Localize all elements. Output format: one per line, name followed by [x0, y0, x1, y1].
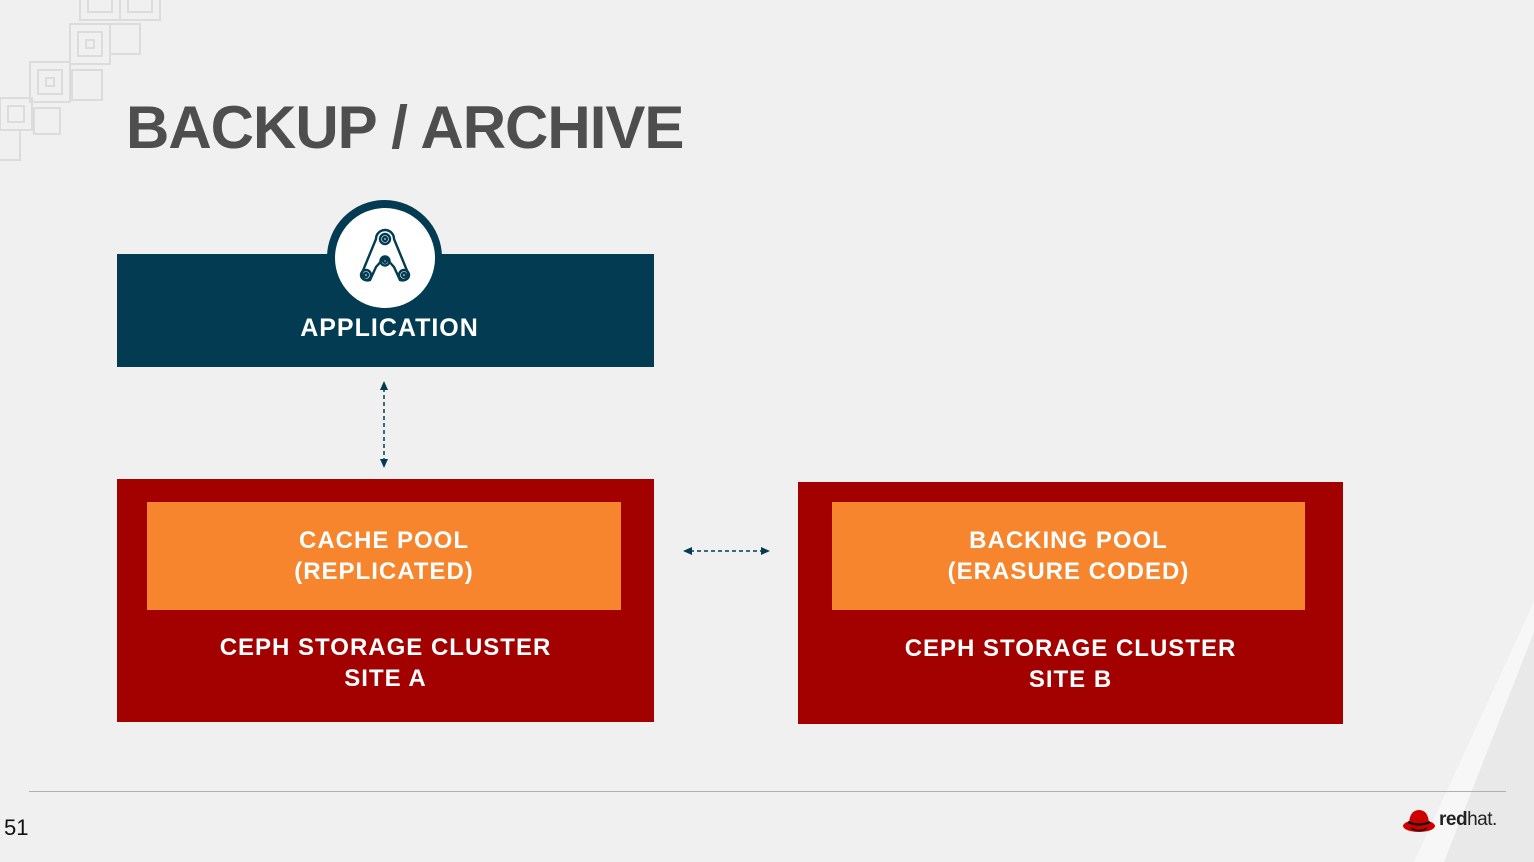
application-label: APPLICATION — [300, 314, 479, 342]
cache-pool-subtitle: (REPLICATED) — [294, 558, 474, 585]
footer-divider — [29, 791, 1506, 792]
background-stripe-decoration — [1414, 602, 1534, 862]
cluster-b-label: CEPH STORAGE CLUSTER SITE B — [798, 633, 1343, 695]
cluster-a-site: SITE A — [344, 665, 427, 692]
cluster-b-title: CEPH STORAGE CLUSTER — [904, 635, 1237, 662]
arrowhead-down — [380, 459, 388, 468]
cluster-a-label: CEPH STORAGE CLUSTER SITE A — [117, 632, 654, 694]
cache-pool-title: CACHE POOL — [298, 527, 469, 554]
redhat-wordmark: redhat. — [1439, 809, 1497, 830]
page-title: BACKUP / ARCHIVE — [126, 94, 684, 161]
backing-pool-subtitle: (ERASURE CODED) — [947, 558, 1190, 585]
arrowhead-up — [380, 381, 388, 390]
shadowman-hat-icon — [1403, 810, 1435, 832]
page-number: 51 — [4, 815, 29, 840]
cluster-a-title: CEPH STORAGE CLUSTER — [219, 634, 552, 661]
ceph-cluster-site-b: BACKING POOL (ERASURE CODED) CEPH STORAG… — [798, 482, 1343, 724]
cache-pool-box: CACHE POOL (REPLICATED) — [147, 502, 621, 610]
ceph-cluster-site-a: CACHE POOL (REPLICATED) CEPH STORAGE CLU… — [117, 479, 654, 722]
cluster-b-site: SITE B — [1028, 666, 1113, 693]
corner-pattern-decoration — [0, 0, 190, 180]
arrowhead-right — [761, 547, 770, 555]
application-gears-icon — [335, 208, 435, 308]
redhat-logo: redhat. — [1402, 806, 1497, 834]
arrowhead-left — [683, 547, 692, 555]
backing-pool-title: BACKING POOL — [969, 527, 1168, 554]
backing-pool-box: BACKING POOL (ERASURE CODED) — [832, 502, 1305, 610]
